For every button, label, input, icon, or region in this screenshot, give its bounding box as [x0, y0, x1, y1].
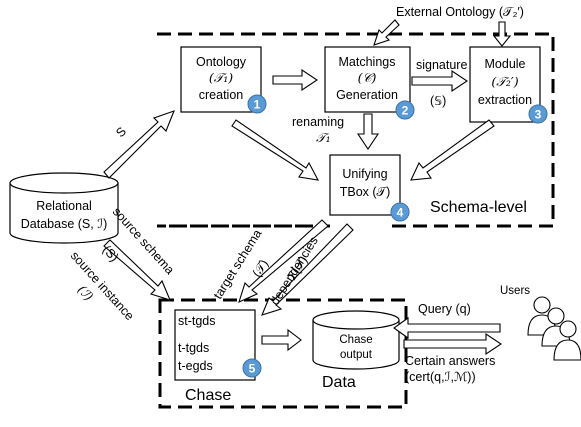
matchings-generation-box [324, 46, 411, 113]
label-source-schema: source schema [110, 205, 177, 277]
badge-5 [242, 358, 262, 378]
unifying-box-line1: Unifying [342, 167, 387, 181]
ontology-box-line3: creation [199, 88, 244, 102]
relational-database-cylinder [9, 172, 119, 244]
unifying-box-line2: TBox (𝒯) [340, 185, 391, 199]
label-cert-expr: (cert(q,ℐ,ℳ)) [405, 370, 476, 384]
label-certain-answers: Certain answers [405, 354, 495, 368]
external-ontology-label: External Ontology (𝒯₂′) [396, 5, 524, 19]
matchings-box-line2: (𝒞) [358, 70, 377, 85]
label-source-schema-sym: (S) [100, 243, 122, 265]
ontology-box-line1: Ontology [196, 55, 247, 69]
chase-output-cylinder [312, 310, 400, 370]
arrow-external-to-matchings [373, 19, 400, 46]
label-query: Query (q) [418, 302, 471, 316]
module-extraction-box [469, 46, 541, 123]
arrow-database-to-ontology [103, 110, 175, 179]
users-label: Users [500, 285, 530, 297]
badge-2 [395, 100, 415, 120]
label-renaming-sym: 𝒯₁ [316, 130, 331, 145]
module-box-line2: (𝒯₂′) [491, 74, 518, 89]
chase-rules-box [174, 309, 256, 381]
arrow-unifying-to-chase-dependencies [261, 223, 354, 316]
relational-db-line2: Database (S, ℐ) [21, 217, 107, 231]
matchings-box-line3: Generation [336, 88, 398, 102]
badge-4 [390, 202, 410, 222]
schema-level-label: Schema-level [430, 199, 527, 216]
badge-1-number: 1 [254, 98, 261, 112]
label-signature: signature [416, 58, 467, 72]
schema-level-frame [157, 32, 555, 228]
arrow-external-to-module [492, 21, 512, 47]
rule-t-tgds: t-tgds [178, 341, 209, 355]
data-label: Data [322, 374, 356, 391]
arrow-query-to-chase [393, 316, 501, 340]
arrow-answers-to-users [403, 332, 502, 356]
label-s: S [113, 124, 129, 140]
badge-4-number: 4 [397, 206, 404, 220]
module-box-line3: extraction [478, 93, 532, 107]
chase-frame [158, 298, 408, 409]
rule-st-tgds: st-tgds [178, 314, 216, 328]
chase-label: Chase [185, 387, 231, 404]
arrow-module-to-unifying [410, 119, 495, 181]
ontology-box-line2: (𝒯₁) [209, 70, 233, 85]
badge-3-number: 3 [535, 108, 542, 122]
unifying-tbox-box [329, 154, 401, 216]
label-renaming: renaming [292, 115, 344, 129]
badge-1 [247, 94, 267, 114]
label-signature-sym: (𝕊) [430, 94, 446, 108]
module-box-line1: Module [485, 57, 526, 71]
badge-3 [528, 104, 548, 124]
arrow-database-to-chase [103, 239, 171, 301]
chase-output-line1: Chase [339, 334, 372, 346]
ontology-creation-box [180, 46, 262, 113]
arrow-matchings-to-unifying [356, 113, 380, 150]
arrow-ontology-to-unifying [231, 119, 320, 181]
matchings-box-line1: Matchings [339, 55, 396, 69]
badge-2-number: 2 [402, 104, 409, 118]
arrow-rules-to-output [261, 328, 302, 352]
arrow-matchings-to-module [411, 69, 468, 93]
badge-5-number: 5 [249, 362, 256, 376]
users-icon [527, 296, 581, 361]
rule-t-egds: t-egds [178, 359, 213, 373]
chase-output-line2: output [340, 349, 373, 361]
relational-db-line1: Relational [36, 199, 92, 213]
arrow-unifying-to-chase-schema [238, 219, 329, 303]
arrow-ontology-to-matchings [272, 68, 318, 92]
